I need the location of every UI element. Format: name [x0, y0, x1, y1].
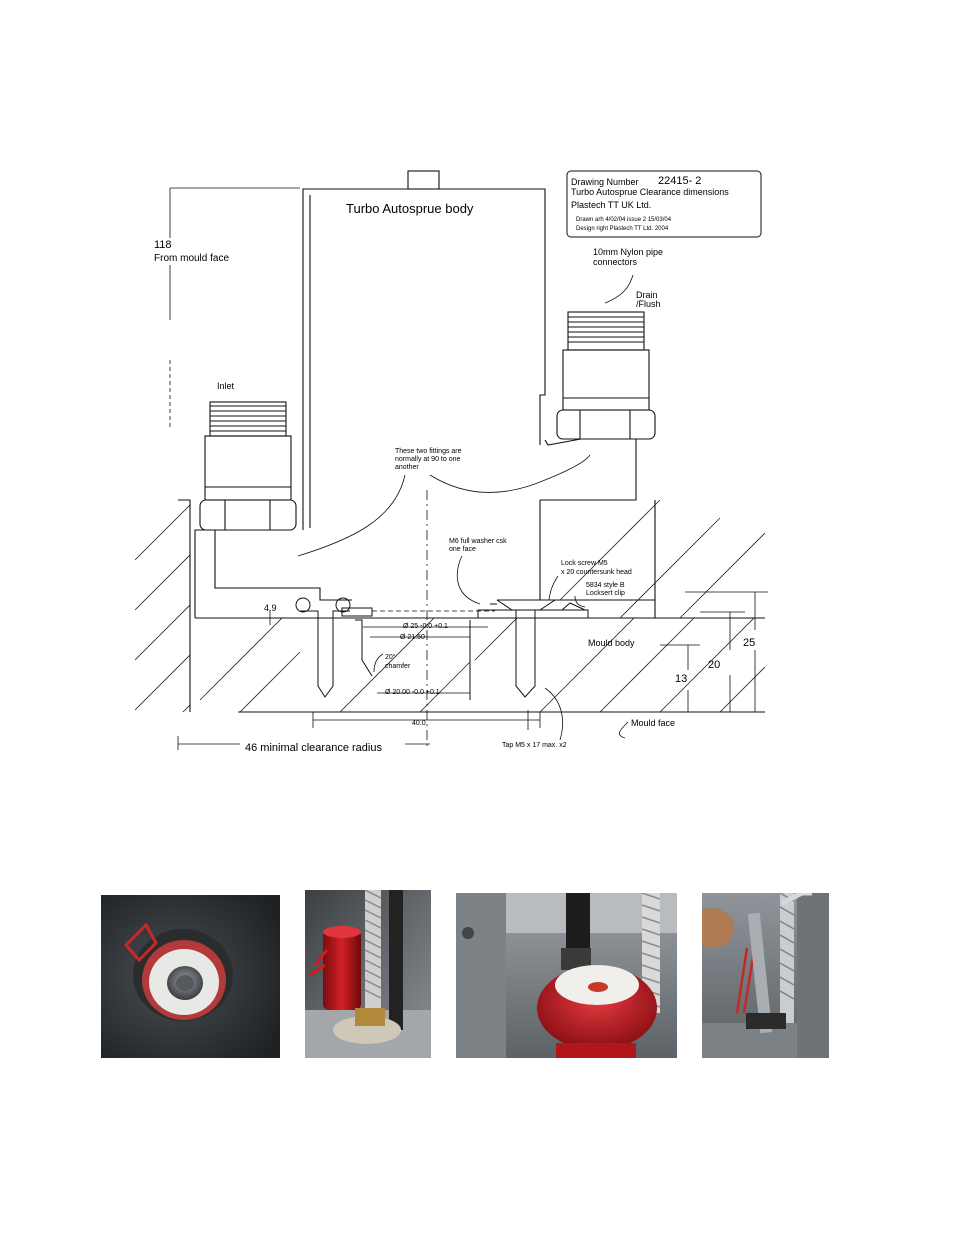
title-line-2: Plastech TT UK Ltd.	[571, 200, 651, 210]
title-block	[566, 170, 762, 238]
drawing-number-label: Drawing Number	[571, 177, 639, 187]
title-line-1: Turbo Autosprue Clearance dimensions	[571, 187, 729, 197]
diameter-21-50: Ø 21.50	[400, 634, 425, 641]
autosprue-body	[194, 170, 655, 618]
drawing-number: 22415- 2	[658, 175, 701, 187]
dimension-13: 13	[675, 673, 687, 685]
dimension-lines	[169, 187, 768, 750]
photo-installed-fitting	[101, 895, 280, 1058]
photo-fitting-clip	[456, 893, 677, 1058]
washer-note-1: M6 full washer csk	[449, 538, 507, 545]
inlet-label: Inlet	[217, 381, 235, 391]
drain-fitting	[540, 311, 656, 501]
nylon-label-1: 10mm Nylon pipe	[593, 247, 663, 257]
mould-body-label: Mould body	[588, 638, 635, 648]
nylon-label-2: connectors	[593, 257, 638, 267]
bore	[355, 619, 471, 700]
photo-clip-insertion	[702, 893, 829, 1058]
title-line-4: Design right Plastech TT Ltd. 2004	[576, 226, 669, 232]
from-mould-face-label: From mould face	[154, 253, 229, 264]
dimension-118: 118	[154, 239, 172, 251]
diameter-20: Ø 20.00 -0.0 +0.1	[385, 689, 440, 696]
fittings-note-1: These two fittings are	[395, 448, 462, 455]
fittings-note-3: another	[395, 464, 419, 471]
dimension-25: 25	[743, 637, 755, 649]
chamfer-angle: 20°	[385, 653, 396, 661]
mould-face-label: Mould face	[631, 718, 675, 728]
drain-label: Drain	[636, 290, 658, 300]
chamfer-label: chamfer	[385, 663, 411, 670]
clearance-radius-label: 46 minimal clearance radius	[245, 742, 382, 754]
leaders	[297, 274, 634, 741]
title-line-3: Drawn arh 4/02/04 issue 2 15/03/04	[576, 217, 672, 223]
clip-note-2: Locksert clip	[586, 590, 625, 597]
washer-note-2: one face	[449, 546, 476, 553]
lock-screw	[477, 599, 589, 698]
inlet-pin	[295, 597, 373, 698]
mould-hatching	[135, 499, 765, 712]
dimension-20: 20	[708, 659, 720, 671]
dimension-4-9: 4.9	[264, 603, 277, 613]
flush-label: /Flush	[636, 299, 661, 309]
diameter-25: Ø 25 -0.0 +0.1	[403, 623, 448, 630]
body-label: Turbo Autosprue body	[346, 201, 474, 216]
fittings-note-2: normally at 90 to one	[395, 456, 460, 463]
tap-note: Tap M5 x 17 max. x2	[502, 742, 567, 749]
lock-screw-note-1: Lock screw M5	[561, 560, 608, 567]
lock-screw-note-2: x 20 countersunk head	[561, 569, 632, 576]
inlet-fitting	[199, 401, 297, 531]
clearance-drawing: Drawing Number 22415- 2 Turbo Autosprue …	[135, 170, 768, 754]
photo-solenoid-side	[305, 890, 431, 1058]
dimension-40: 40.0	[412, 720, 426, 727]
clip-note-1: 5834 style B	[586, 582, 625, 589]
